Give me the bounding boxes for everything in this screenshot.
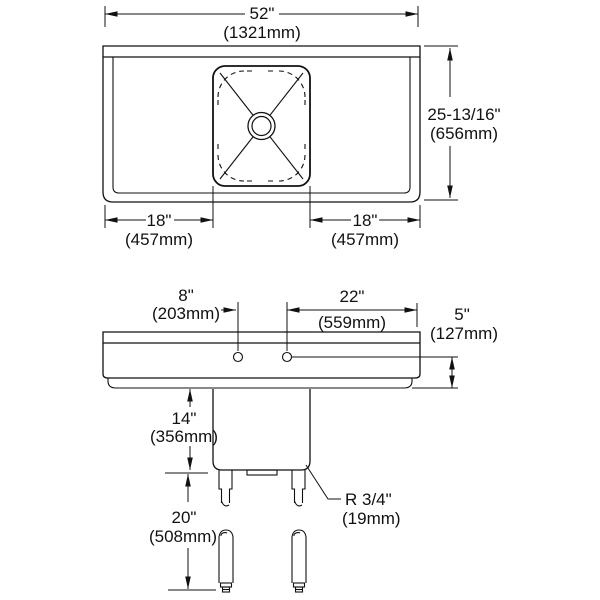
left-drainboard-inches: 18": [147, 211, 172, 230]
backsplash-mm: (127mm): [430, 324, 498, 343]
sink-front-body: [102, 331, 421, 379]
dimension-faucet-spacing: 8" (203mm): [152, 286, 288, 351]
front-view: 8" (203mm) 22" (559mm) 5" (127mm): [102, 286, 498, 593]
overall-width-inches: 52": [250, 4, 275, 23]
leg-lower-left: [218, 529, 234, 593]
faucet-hole-left: [232, 351, 244, 363]
dimension-floor-clearance: 20" (508mm): [149, 474, 217, 591]
overall-depth-inches: 25-13/16": [427, 105, 500, 124]
bowl-outline: [212, 65, 311, 187]
overall-depth-mm: (656mm): [430, 124, 498, 143]
dimension-backsplash-height: 5" (127mm): [412, 305, 498, 389]
dimension-bowl-depth: 14" (356mm): [150, 389, 218, 474]
faucet-spacing-inches: 8": [178, 286, 194, 305]
dimension-overall-depth: 25-13/16" (656mm): [424, 45, 501, 201]
callout-corner-radius: R 3/4" (19mm): [305, 464, 401, 528]
drain-fitting: [246, 469, 278, 476]
corner-radius-inches: R 3/4": [345, 490, 392, 509]
hole-to-edge-inches: 22": [340, 287, 365, 306]
floor-clearance-mm: (508mm): [149, 527, 217, 546]
dimension-right-drainboard: 18" (457mm): [309, 186, 421, 249]
dimension-overall-width: 52" (1321mm): [104, 4, 419, 42]
leg-stub-left: [218, 470, 233, 507]
leg-stub-right: [291, 470, 306, 507]
sink-top-outline: [102, 45, 421, 203]
top-view: 52" (1321mm) 18": [102, 4, 501, 249]
bowl-depth-mm: (356mm): [150, 427, 218, 446]
right-drainboard-inches: 18": [353, 211, 378, 230]
corner-radius-mm: (19mm): [342, 509, 401, 528]
faucet-hole-right: [281, 351, 293, 363]
drain-inner-circle: [251, 115, 272, 137]
bowl-front-profile: [212, 389, 311, 471]
left-drainboard-mm: (457mm): [125, 230, 193, 249]
front-rolled-rim: [107, 378, 413, 389]
bowl-depth-inches: 14": [172, 409, 197, 428]
backsplash-inches: 5": [454, 305, 470, 324]
sink-inner-rim: [112, 57, 411, 194]
right-drainboard-mm: (457mm): [331, 230, 399, 249]
overall-width-mm: (1321mm): [223, 23, 300, 42]
leg-lower-right: [291, 529, 307, 593]
dimension-hole-to-edge: 22" (559mm): [287, 287, 418, 332]
faucet-spacing-mm: (203mm): [152, 304, 220, 323]
hole-to-edge-mm: (559mm): [318, 313, 386, 332]
dimension-left-drainboard: 18" (457mm): [104, 186, 214, 249]
bowl-corner-marks: [217, 70, 306, 182]
floor-clearance-inches: 20": [172, 508, 197, 527]
